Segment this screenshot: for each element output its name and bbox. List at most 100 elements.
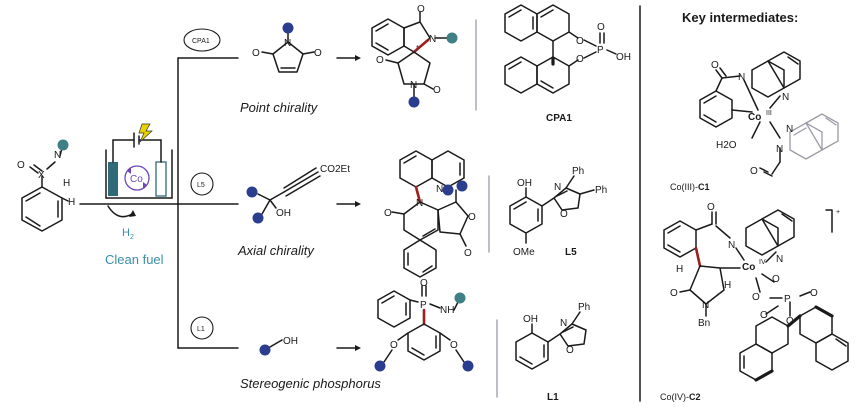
svg-text:O: O xyxy=(450,340,458,351)
caption-axial-chirality: Axial chirality xyxy=(237,243,315,258)
svg-text:N: N xyxy=(786,124,793,135)
svg-text:P: P xyxy=(420,300,427,311)
arrow-route-3 xyxy=(336,345,361,351)
badge-cpa1: CPA1 xyxy=(183,28,221,52)
svg-text:O: O xyxy=(560,209,568,220)
svg-text:N: N xyxy=(436,184,443,195)
svg-text:O: O xyxy=(566,345,574,356)
svg-text:Bn: Bn xyxy=(698,318,710,329)
alcohol-reagent: OH xyxy=(259,336,298,356)
cobalt-cycle-icon xyxy=(124,165,150,191)
svg-text:OH: OH xyxy=(616,52,631,63)
svg-text:N: N xyxy=(560,318,567,329)
svg-text:OH: OH xyxy=(517,178,532,189)
svg-text:O: O xyxy=(760,310,768,321)
clean-fuel-label: Clean fuel xyxy=(105,252,164,267)
svg-text:O: O xyxy=(252,48,260,59)
svg-text:OH: OH xyxy=(283,336,298,347)
svg-text:O: O xyxy=(670,288,678,299)
svg-text:P: P xyxy=(597,45,604,56)
electrochemical-conditions: Co H2 Clean fuel xyxy=(79,123,179,267)
svg-text:N: N xyxy=(728,240,735,251)
svg-text:N: N xyxy=(410,80,417,91)
intermediate-c2: + O N N Co IV H xyxy=(663,202,849,382)
svg-text:N: N xyxy=(738,72,745,83)
caption-point-chirality: Point chirality xyxy=(240,100,319,115)
badge-l5: L5 xyxy=(190,172,214,196)
svg-text:O: O xyxy=(752,292,760,303)
svg-text:Co: Co xyxy=(748,112,761,123)
svg-text:O: O xyxy=(417,4,425,15)
electrode-anode xyxy=(108,162,118,196)
svg-text:OMe: OMe xyxy=(513,247,535,258)
arrow-route-2 xyxy=(336,201,361,207)
svg-text:Ph: Ph xyxy=(595,185,607,196)
svg-text:P: P xyxy=(784,294,791,305)
svg-text:N: N xyxy=(284,38,291,49)
svg-text:O: O xyxy=(464,248,472,259)
svg-text:O: O xyxy=(707,202,715,213)
ligand-cpa1: O O P O OH xyxy=(504,4,631,94)
svg-text:III: III xyxy=(766,110,772,117)
svg-text:OH: OH xyxy=(276,208,291,219)
svg-text:O: O xyxy=(314,48,322,59)
svg-text:O: O xyxy=(772,274,780,285)
svg-text:CPA1: CPA1 xyxy=(192,38,210,45)
intermediate-c1: O N N Co III N N H2O O xyxy=(699,51,839,177)
start-atom-h-c: H xyxy=(68,197,75,208)
product-point-chirality: O N N O O * xyxy=(371,4,458,108)
svg-text:N: N xyxy=(416,198,423,209)
svg-text:O: O xyxy=(597,22,605,33)
intermediate-c1-label: Co(III)-C1 xyxy=(670,182,710,192)
svg-text:O: O xyxy=(576,54,584,65)
svg-text:N: N xyxy=(776,254,783,265)
start-atom-h-n: H xyxy=(63,178,70,189)
branch-lines xyxy=(177,57,239,349)
svg-text:O: O xyxy=(786,316,794,327)
ligand-l5: OH N O Ph Ph OMe xyxy=(509,166,607,258)
metal-label: Co xyxy=(130,174,143,185)
svg-text:OH: OH xyxy=(523,314,538,325)
arrow-route-1 xyxy=(336,55,361,61)
svg-text:N: N xyxy=(429,34,436,45)
svg-text:O: O xyxy=(433,85,441,96)
svg-text:*: * xyxy=(416,45,419,52)
lightning-icon xyxy=(138,123,153,143)
svg-text:O: O xyxy=(810,288,818,299)
svg-text:Co: Co xyxy=(742,262,755,273)
svg-text:O: O xyxy=(376,55,384,66)
svg-text:Ph: Ph xyxy=(578,302,590,313)
ligand-label-l5: L5 xyxy=(565,247,577,258)
ligand-label-cpa1: CPA1 xyxy=(546,113,572,124)
key-intermediates-title: Key intermediates: xyxy=(682,10,798,25)
svg-text:N: N xyxy=(776,144,783,155)
propargyl-reagent: CO2Et OH xyxy=(246,164,350,224)
start-atom-o: O xyxy=(17,160,25,171)
svg-text:L5: L5 xyxy=(197,182,205,189)
caption-stereogenic-phosphorus: Stereogenic phosphorus xyxy=(240,376,381,391)
svg-text:O: O xyxy=(384,208,392,219)
svg-text:O: O xyxy=(576,36,584,47)
svg-text:O: O xyxy=(468,212,476,223)
svg-text:H2O: H2O xyxy=(716,140,737,151)
ligand-l1: OH N O Ph xyxy=(515,302,590,370)
svg-text:CO2Et: CO2Et xyxy=(320,164,350,175)
byproduct-h2: H2 xyxy=(122,227,134,241)
maleimide-reagent: N O O xyxy=(252,22,322,73)
teal-substituent xyxy=(57,139,69,151)
svg-text:H: H xyxy=(676,264,683,275)
svg-text:NH: NH xyxy=(440,305,454,316)
svg-text:O: O xyxy=(420,278,428,289)
svg-text:H: H xyxy=(724,280,731,291)
intermediate-c2-label: Co(IV)-C2 xyxy=(660,392,701,402)
svg-text:+: + xyxy=(836,209,840,216)
svg-text:O: O xyxy=(711,60,719,71)
svg-text:O: O xyxy=(750,166,758,177)
svg-text:N: N xyxy=(702,300,709,311)
start-atom-x: X xyxy=(38,170,45,181)
product-stereogenic-phosphorus: P O NH O O xyxy=(374,278,474,372)
svg-text:N: N xyxy=(782,92,789,103)
start-atom-n: N xyxy=(54,150,61,161)
svg-text:N: N xyxy=(554,182,561,193)
